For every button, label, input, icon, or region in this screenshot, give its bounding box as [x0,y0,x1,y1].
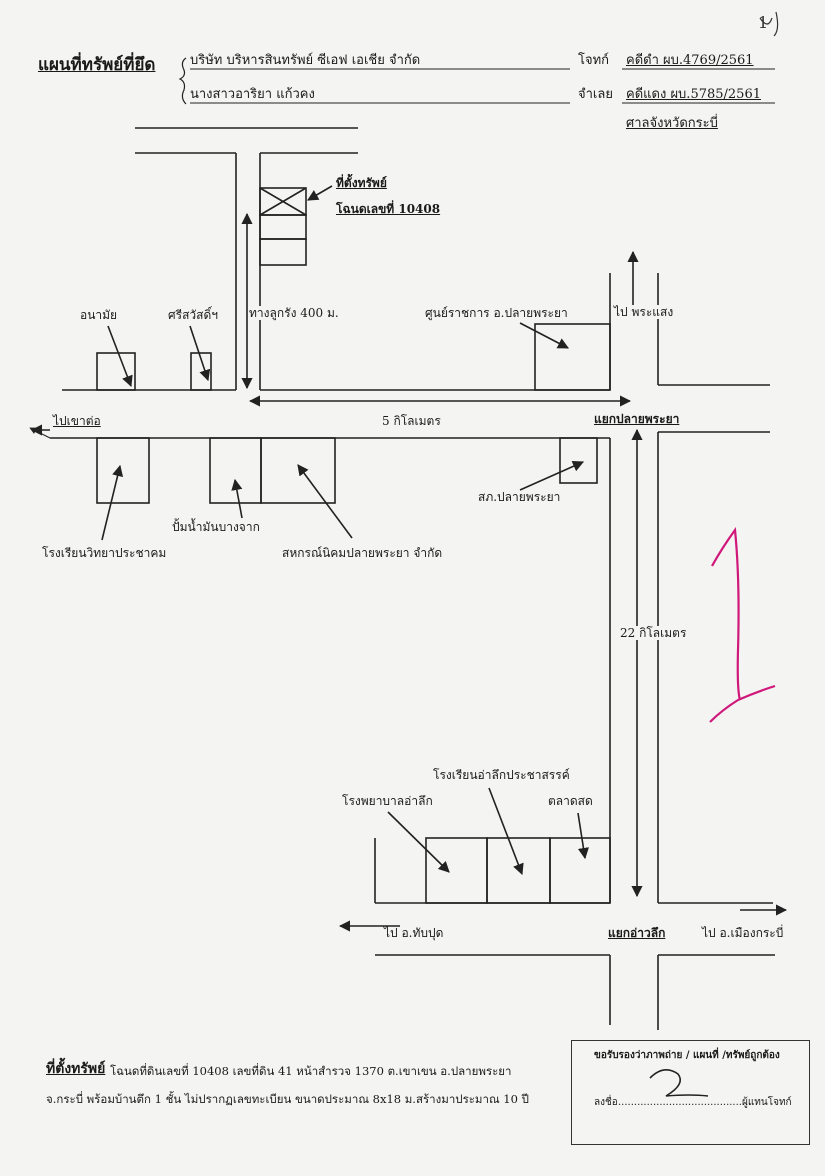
police-station-label: สภ.ปลายพระยา [478,490,561,504]
signer-label: ผู้แทนโจทก์ [742,1097,792,1108]
certification-heading: ขอรับรองว่าภาพถ่าย / แผนที่ /ทรัพย์ถูกต้… [594,1050,780,1061]
footer-label: ที่ตั้งทรัพย์ [46,1061,106,1077]
district-office-label: ศูนย์ราชการ อ.ปลายพระยา [425,306,568,320]
sign-dots: ........................................… [618,1097,752,1108]
aoluek-junction-label: แยกอ่าวลึก [608,926,666,940]
plaintiff-role: โจทก์ [578,53,610,68]
signature-scribble [649,1069,709,1097]
cooperative-label: สหกรณ์นิคมปลายพระยา จำกัด [282,546,443,560]
plaintiff-name: บริษัท บริหารสินทรัพย์ ซีเอฟ เอเชีย จำกั… [190,53,421,68]
footer-line2: จ.กระบี่ พร้อมบ้านตึก 1 ชั้น ไม่ปรากฏเลข… [46,1092,529,1106]
deed-number-label: โฉนดเลขที่ 10408 [336,202,441,216]
hospital-label: โรงพยาบาลอ่าลึก [342,794,433,808]
handwritten-page-mark [709,527,776,723]
to-thapput-label: ไป อ.ทับปุด [384,926,444,940]
gas-station-label: ปั้มน้ำมันบางจาก [172,520,260,534]
twentytwo-km-label: 22 กิโลเมตร [620,626,687,640]
defendant-role: จำเลย [578,87,613,102]
property-location-label: ที่ตั้งทรัพย์ [336,176,387,190]
school-aoluek-label: โรงเรียนอ่าลึกประชาสรรค์ [433,768,570,782]
health-station-label: อนามัย [80,308,118,322]
school-witthaya-label: โรงเรียนวิทยาประชาคม [42,546,167,560]
plaiphraya-junction-label: แยกปลายพระยา [594,412,680,426]
to-phrasaeng-label: ไป พระแสง [614,305,674,319]
page-number: 1 [758,13,769,32]
certification-box: ขอรับรองว่าภาพถ่าย / แผนที่ /ทรัพย์ถูกต้… [571,1040,810,1145]
court-name: ศาลจังหวัดกระบี่ [626,116,718,131]
shrine-label: ศรีสวัสดิ์ฯ [168,308,218,322]
to-khaokhao-label: ไปเขาต่อ [53,414,101,428]
defendant-name: นางสาวอาริยา แก้วคง [190,87,315,102]
page-title: แผนที่ทรัพย์ที่ยึด [38,55,156,75]
to-krabi-label: ไป อ.เมืองกระบี่ [702,926,784,940]
footer-line1: โฉนดที่ดินเลขที่ 10408 เลขที่ดิน 41 หน้า… [110,1064,512,1078]
market-label: ตลาดสด [548,794,593,808]
red-case-number: คดีแดง ผบ.5785/2561 [626,87,761,102]
sign-label: ลงชื่อ [594,1097,618,1108]
black-case-number: คดีดำ ผบ.4769/2561 [626,53,754,68]
gravel-road-label: ทางลูกรัง 400 ม. [249,306,339,320]
five-km-label: 5 กิโลเมตร [382,414,441,428]
